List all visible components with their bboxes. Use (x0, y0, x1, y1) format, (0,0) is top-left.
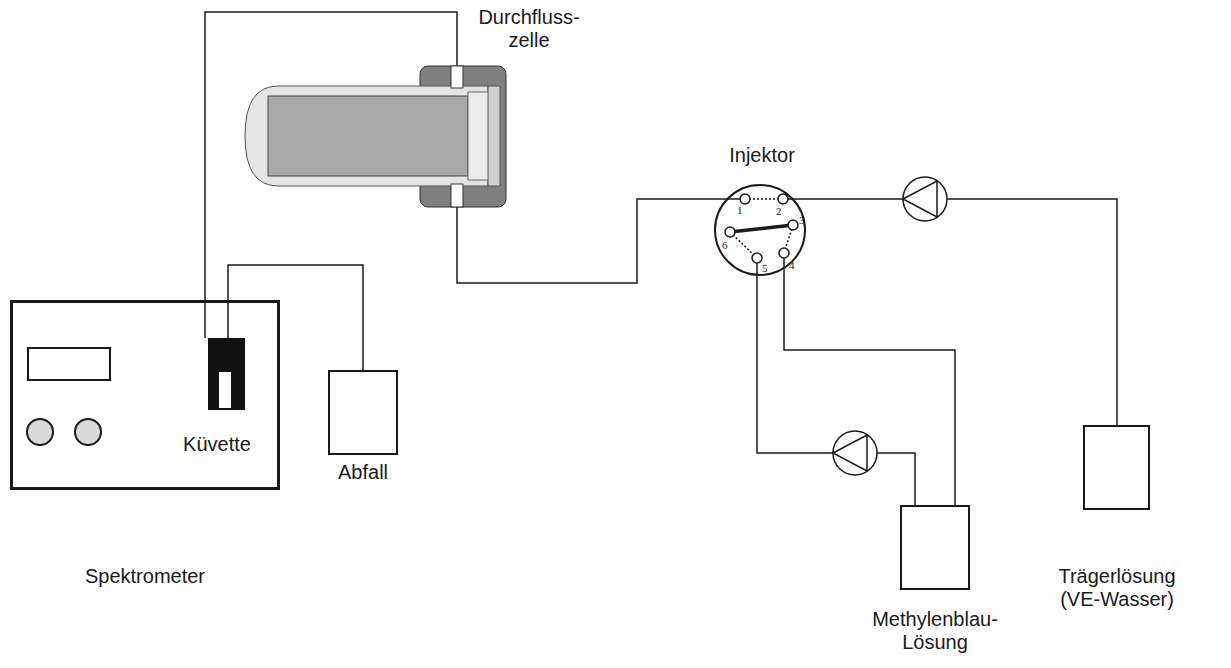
knob (27, 419, 53, 445)
waste-container: Abfall (328, 370, 398, 455)
valve-port (725, 227, 735, 237)
port-number: 5 (762, 262, 768, 274)
cell-body (245, 86, 488, 186)
pump-arrow (833, 435, 867, 471)
pump-arrow (903, 181, 937, 217)
waste-container-outline (328, 370, 398, 455)
valve-port (779, 248, 789, 258)
spectrometer-label: Spektrometer (10, 565, 280, 588)
port-number: 4 (789, 259, 795, 271)
cuvette-holder (208, 338, 245, 410)
valve-port (788, 220, 798, 230)
tube-connector (784, 269, 955, 505)
cell-glass (268, 96, 468, 176)
tube-connector (228, 265, 363, 370)
flow-cell-label: Durchfluss- zelle (473, 6, 585, 52)
knob (75, 419, 101, 445)
spectrometer: Spektrometer Küvette (10, 300, 280, 590)
port-number: 3 (799, 214, 805, 226)
waste-container-label: Abfall (313, 461, 413, 484)
port-number: 6 (722, 239, 728, 251)
carrier-reservoir-outline (1083, 425, 1150, 510)
cell-port (451, 66, 463, 88)
dye-reservoir-outline (900, 505, 970, 590)
valve-port (778, 194, 788, 204)
display (28, 348, 110, 380)
dye-reservoir: Methylenblau- Lösung (860, 505, 1010, 590)
pump-symbol (833, 431, 877, 475)
injector-valve-label: Injektor (692, 144, 832, 167)
cuvette: Küvette (177, 338, 257, 460)
port-number: 1 (737, 204, 743, 216)
cell-window (468, 92, 490, 180)
carrier-reservoir: Trägerlösung (VE-Wasser) (1042, 425, 1192, 510)
cell-port (451, 184, 463, 207)
valve-port (740, 194, 750, 204)
cuvette-label: Küvette (167, 433, 267, 456)
tube-connector (757, 276, 915, 505)
cuvette-slot (219, 372, 231, 408)
flow-cell: Durchfluss- zelle (245, 66, 507, 207)
dye-reservoir-label: Methylenblau- Lösung (860, 608, 1010, 654)
pump-symbol (903, 177, 947, 221)
carrier-reservoir-label: Trägerlösung (VE-Wasser) (1042, 565, 1192, 611)
valve-port (752, 253, 762, 263)
port-number: 2 (776, 205, 782, 217)
sample-loop (730, 225, 793, 232)
tube-connector (457, 199, 726, 283)
cell-cap (488, 86, 500, 186)
